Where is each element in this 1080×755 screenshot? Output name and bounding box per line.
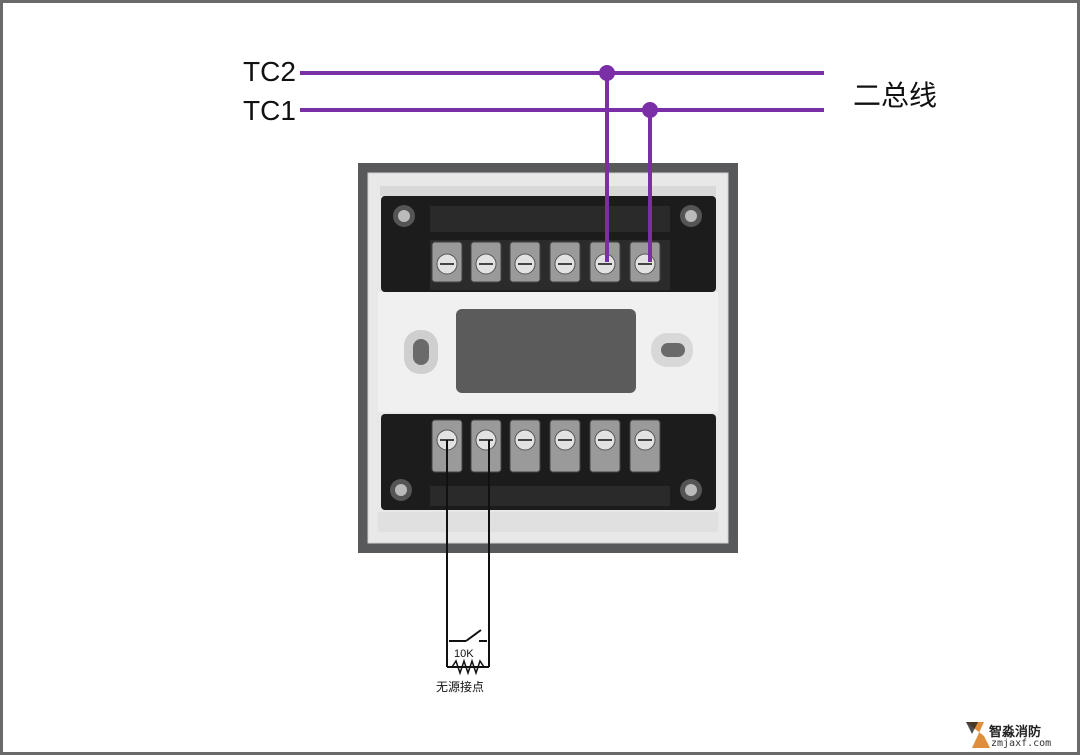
bottom-terminal-block [381,414,716,510]
contact-label: 无源接点 [436,680,485,694]
watermark-name: 智淼消防 [989,725,1042,740]
logo-icon [966,722,990,748]
top-terminal-block [381,196,716,292]
watermark-url: zmjaxf.com [991,738,1052,749]
window [456,309,636,393]
contact-wires [446,440,490,668]
screw-icon [680,479,702,501]
tc1-junction [642,102,658,118]
screw-icon [680,205,702,227]
bus-wires [300,71,824,262]
tc1-label: TC1 [243,95,296,126]
resistor-label: 10K [454,648,474,660]
tc2-label: TC2 [243,56,296,87]
tc2-junction [599,65,615,81]
bus-label: 二总线 [853,79,938,112]
switch-icon [449,629,487,642]
screw-icon [393,205,415,227]
screw-icon [390,479,412,501]
resistor-icon [451,658,485,676]
